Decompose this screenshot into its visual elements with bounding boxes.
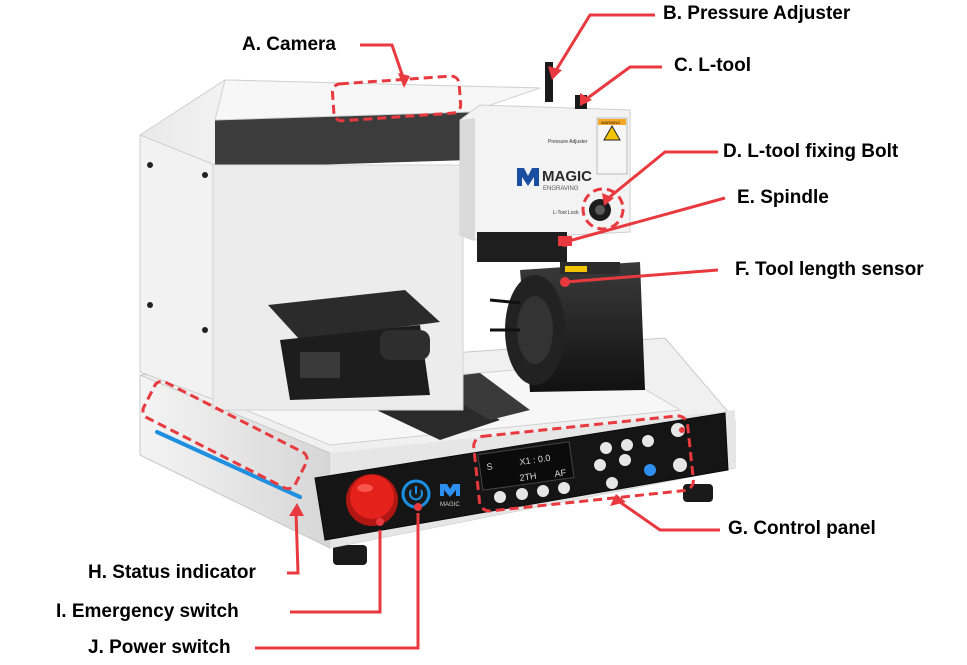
head-logo: MAGIC ENGRAVING WARNING Pressure Adjuste… [517,120,620,216]
camera-arrow [360,43,406,81]
display-mid-text: X1 : 0.0 [519,453,551,467]
emergency-switch [346,474,398,526]
emergency-arrow [290,530,382,614]
warning-text: WARNING [601,120,620,125]
display-left-text: S [486,461,493,472]
ltool-arrowhead [580,93,592,106]
label-camera: A. Camera [242,34,336,55]
bolt-arrow [605,150,718,202]
spindle-arrow [564,196,726,244]
status-arrow [287,511,300,575]
panel-buttons [494,423,687,503]
spindle-head [459,62,631,262]
power-arrow [255,513,420,650]
label-emergency-switch: I. Emergency switch [56,601,239,622]
ltool-arrow [584,65,662,102]
callout-dots [376,237,570,526]
power-switch [401,479,431,509]
spindle-highlight [581,187,625,231]
panel-logo-text: MAGIC [440,502,460,508]
status-indicator-highlight [141,379,309,491]
callout-arrows [255,13,726,650]
display-af-text: AF [554,467,567,479]
panel-arrow [616,498,720,532]
vise [268,290,440,400]
label-l-tool-fixing-bolt: D. L-tool fixing Bolt [723,141,899,162]
sensor-arrow [564,268,719,284]
label-spindle: E. Spindle [737,187,829,208]
panel-arrowhead [610,494,626,506]
brand-logo-text: MAGIC [542,168,592,185]
display-code-text: 2TH [519,471,537,483]
pressure-arrowhead [548,66,562,80]
label-l-tool: C. L-tool [674,55,752,76]
label-status-indicator: H. Status indicator [88,562,256,583]
highlight-boxes [141,74,695,513]
label-tool-length-sensor: F. Tool length sensor [735,259,924,280]
pressure-arrow [553,13,655,73]
rotary-sensor-unit [489,262,645,392]
status-light-strip [155,430,302,499]
ltool-label-text: L-Tool Lock [553,210,579,216]
pressure-label-text: Pressure Adjuster [548,139,588,145]
brand-sub-text: ENGRAVING [543,186,579,192]
label-control-panel: G. Control panel [728,518,876,539]
camera-highlight [330,74,463,123]
label-power-switch: J. Power switch [88,637,231,658]
bolt-arrowhead [602,193,614,206]
status-arrowhead [289,503,304,516]
label-pressure-adjuster: B. Pressure Adjuster [663,3,851,24]
camera-arrowhead [398,73,410,88]
control-panel-highlight [472,414,695,513]
